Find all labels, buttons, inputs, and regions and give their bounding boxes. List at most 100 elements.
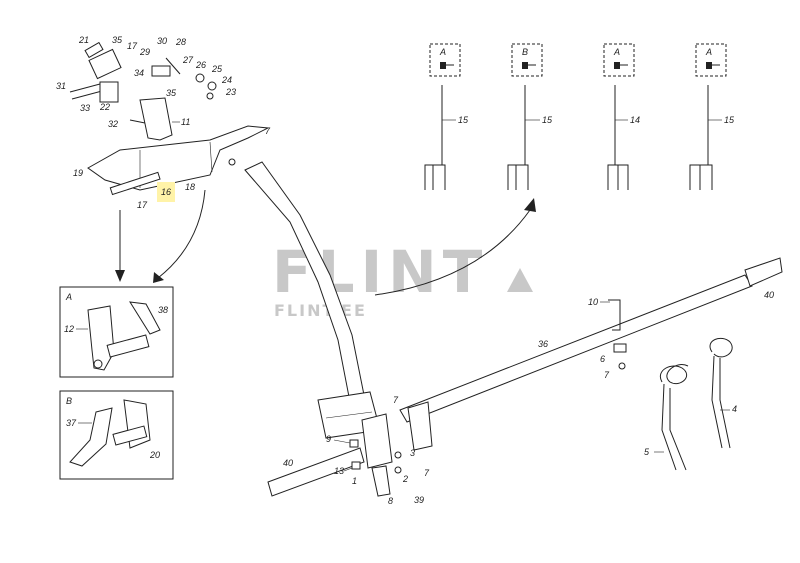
washer-25-shape [195,73,205,83]
nut-24-shape [207,81,217,91]
plate-37-shape [69,407,113,467]
clamp-shape [361,413,393,469]
nut-13-shape [351,461,361,470]
label-12: 12 [64,324,74,334]
detail-box-a: A [59,286,174,378]
tine-4-shape [711,355,723,449]
profile-3-tag: A [613,47,620,57]
label-40-right: 40 [764,290,774,300]
label-17b: 17 [137,200,148,210]
label-24: 24 [221,75,232,85]
arrow-head-icon [524,198,536,212]
label-2: 2 [402,474,408,484]
label-1: 1 [352,476,357,486]
label-18: 18 [185,182,195,192]
profile-3-tine [607,85,629,190]
pin-31b-shape [71,90,103,100]
nut-9-shape [349,439,359,448]
profile-4-number: 15 [724,115,735,125]
profile-4-tag-frame [695,43,727,77]
bracket-10-shape [608,299,621,331]
label-23: 23 [225,87,236,97]
label-27: 27 [182,55,194,65]
label-13: 13 [334,466,344,476]
nut-27-shape [151,65,171,77]
nut-23-shape [206,92,214,100]
profile-1-tag: A [439,47,446,57]
beam-40-left-shape [267,447,365,497]
watermark-site: FLINT.EE [274,301,367,320]
profile-3-number: 14 [630,115,640,125]
bolt-28-shape [165,57,181,75]
profile-4-tag: A [705,47,712,57]
profile-4-tine [689,85,713,190]
label-36: 36 [538,339,548,349]
label-21: 21 [78,35,89,45]
plate-38-shape [129,301,161,335]
label-7-mid: 7 [604,370,610,380]
part-21-shape [84,41,104,59]
profile-2-tag-frame [511,43,543,77]
label-8: 8 [388,496,393,506]
label-9: 9 [326,434,331,444]
label-7-bottom: 7 [424,468,430,478]
nut-7-shape [394,466,402,474]
bracket-top-shape [88,48,122,80]
part-labels: 21 35 17 30 28 29 34 27 26 25 24 23 31 3… [56,35,774,506]
spring-coil-5-shape [659,364,689,384]
tine-5b-shape [669,388,687,471]
tine-4b-shape [719,358,731,449]
tine-5-shape [661,383,677,471]
label-4: 4 [732,404,737,414]
arrow-to-profiles [374,209,531,296]
profile-1-glyph [440,62,446,69]
profile-4-glyph [706,62,712,69]
label-16: 16 [161,187,171,197]
profile-views: A 15 B 15 A 14 A 15 [424,43,735,190]
profile-3-tag-frame [603,43,635,77]
part-22-shape [99,81,119,103]
main-frame-shape [87,125,270,191]
label-35: 35 [112,35,123,45]
detail-box-b: B [59,390,174,480]
label-31: 31 [56,81,66,91]
label-34: 34 [134,68,144,78]
label-30: 30 [157,36,167,46]
pin-b-shape [112,425,148,446]
profile-1-tine [424,85,446,190]
label-28: 28 [175,37,186,47]
nut-2-shape [394,451,402,459]
arrow-head-icon [153,272,164,283]
label-7-low: 7 [393,395,399,405]
hole-shape [93,359,103,369]
label-11: 11 [181,117,190,127]
pin-a-shape [106,334,150,358]
label-39: 39 [414,495,424,505]
profile-1-number: 15 [458,115,469,125]
label-7-top: 7 [265,126,271,136]
watermark-triangle-icon [507,268,533,292]
label-33: 33 [80,103,90,113]
pin-16-shape [109,171,161,196]
nut-7b-shape [618,362,626,370]
arrow-to-detail-a-2 [157,189,206,279]
leader [333,439,351,444]
clip-6-shape [613,343,627,353]
label-26: 26 [195,60,206,70]
bushing-shape [228,158,236,166]
bracket-edge [325,411,373,419]
beam-40-end-shape [744,257,783,287]
profile-3-glyph [614,62,620,69]
label-10: 10 [588,297,598,307]
profile-2-number: 15 [542,115,553,125]
label-20: 20 [149,450,160,460]
clamp-shape [407,401,433,451]
label-5: 5 [644,447,650,457]
label-40-left: 40 [283,458,293,468]
detail-b-label: B [66,396,72,406]
label-37: 37 [66,418,77,428]
plate-12-shape [87,305,115,371]
label-35b: 35 [166,88,177,98]
label-32: 32 [108,119,118,129]
profile-1-tag-frame [429,43,461,77]
